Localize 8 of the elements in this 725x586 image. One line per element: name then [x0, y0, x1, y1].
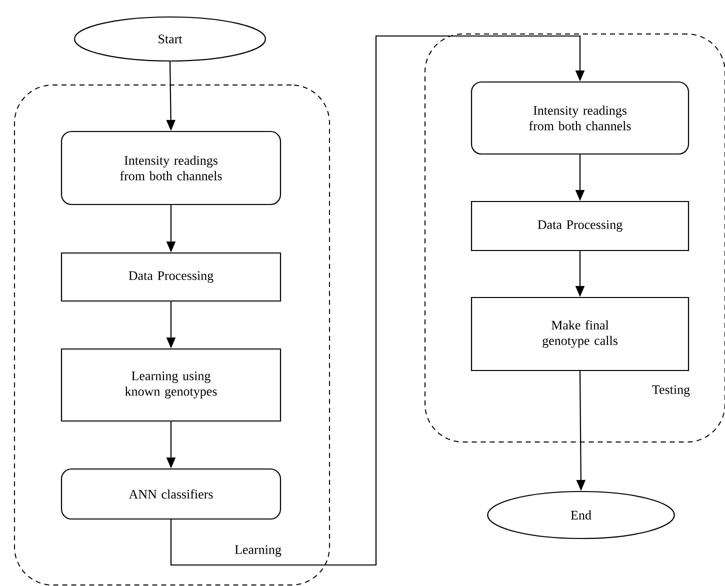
process-box: Intensity readings from both channels: [60, 130, 282, 206]
process-box: Data Processing: [470, 200, 690, 252]
process-box: Learning using known genotypes: [60, 348, 282, 422]
process-box: ANN classifiers: [60, 468, 282, 520]
arrow: [170, 35, 585, 566]
process-box: Data Processing: [60, 252, 282, 302]
process-box: Intensity readings from both channels: [470, 81, 690, 155]
process-box: Make final genotype calls: [470, 296, 690, 372]
